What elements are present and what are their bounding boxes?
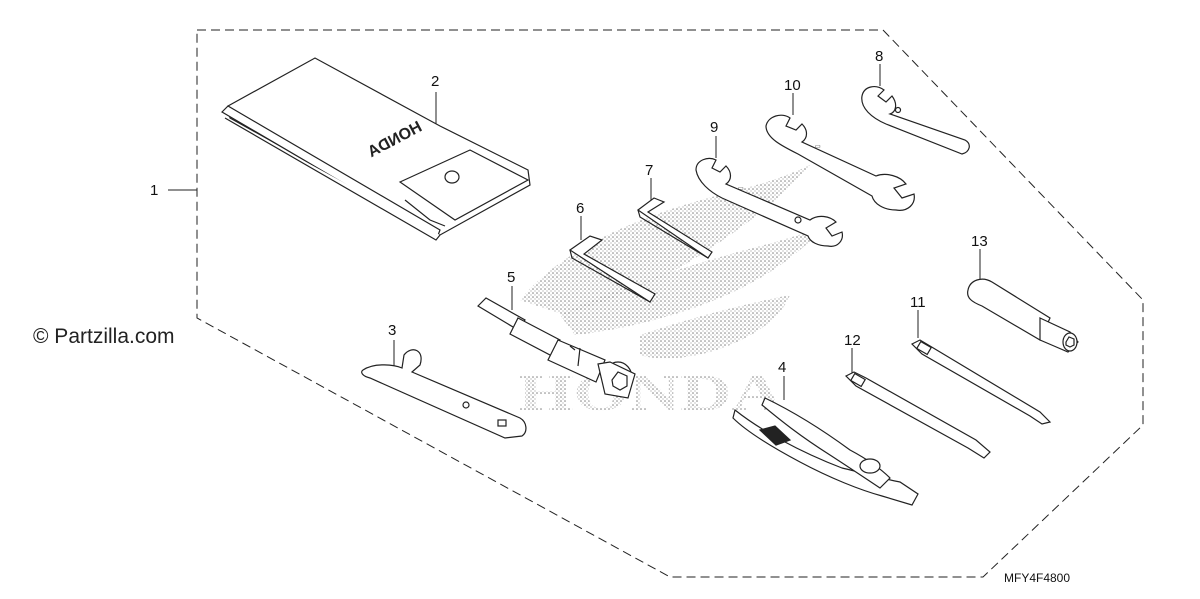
- callout-12: 12: [844, 332, 861, 349]
- pin-spanner: [361, 349, 527, 439]
- leader-lines: [168, 64, 981, 400]
- flat-screwdriver-bit: [844, 371, 991, 459]
- callout-labels: 1 2 3 4 5 6 7 8 9 10 11 12 13: [150, 48, 988, 376]
- pliers: [732, 397, 919, 506]
- callout-6: 6: [576, 200, 584, 217]
- callout-7: 7: [645, 162, 653, 179]
- honda-logo-text: HONDA: [518, 365, 784, 422]
- callout-2: 2: [431, 73, 439, 90]
- callout-3: 3: [388, 322, 396, 339]
- honda-wing-logo: HONDA: [518, 165, 825, 422]
- callout-11: 11: [910, 294, 926, 311]
- copyright-watermark: © Partzilla.com: [33, 325, 175, 348]
- spark-plug-wrench: [477, 297, 636, 399]
- diagram-code: MFY4F4800: [1004, 571, 1071, 585]
- callout-4: 4: [778, 359, 786, 376]
- callout-1: 1: [150, 182, 158, 199]
- callout-9: 9: [710, 119, 718, 136]
- double-wrench-large: ▭: [765, 114, 915, 211]
- screwdriver-handle: [967, 278, 1079, 353]
- tool-pouch: HONDA: [221, 57, 531, 241]
- callout-8: 8: [875, 48, 883, 65]
- wrench-size-mark-9: ▭: [738, 186, 744, 192]
- hex-key-small: [636, 197, 713, 259]
- kit-boundary: [196, 29, 1144, 578]
- callout-10: 10: [784, 77, 801, 94]
- hex-key-large: [568, 235, 656, 303]
- open-end-wrench-short: [861, 86, 970, 155]
- double-wrench-small: ▭: [695, 157, 843, 247]
- wrench-size-mark-10: ▭: [815, 144, 821, 150]
- phillips-screwdriver-bit: [910, 339, 1052, 425]
- callout-13: 13: [971, 233, 988, 250]
- callout-5: 5: [507, 269, 515, 286]
